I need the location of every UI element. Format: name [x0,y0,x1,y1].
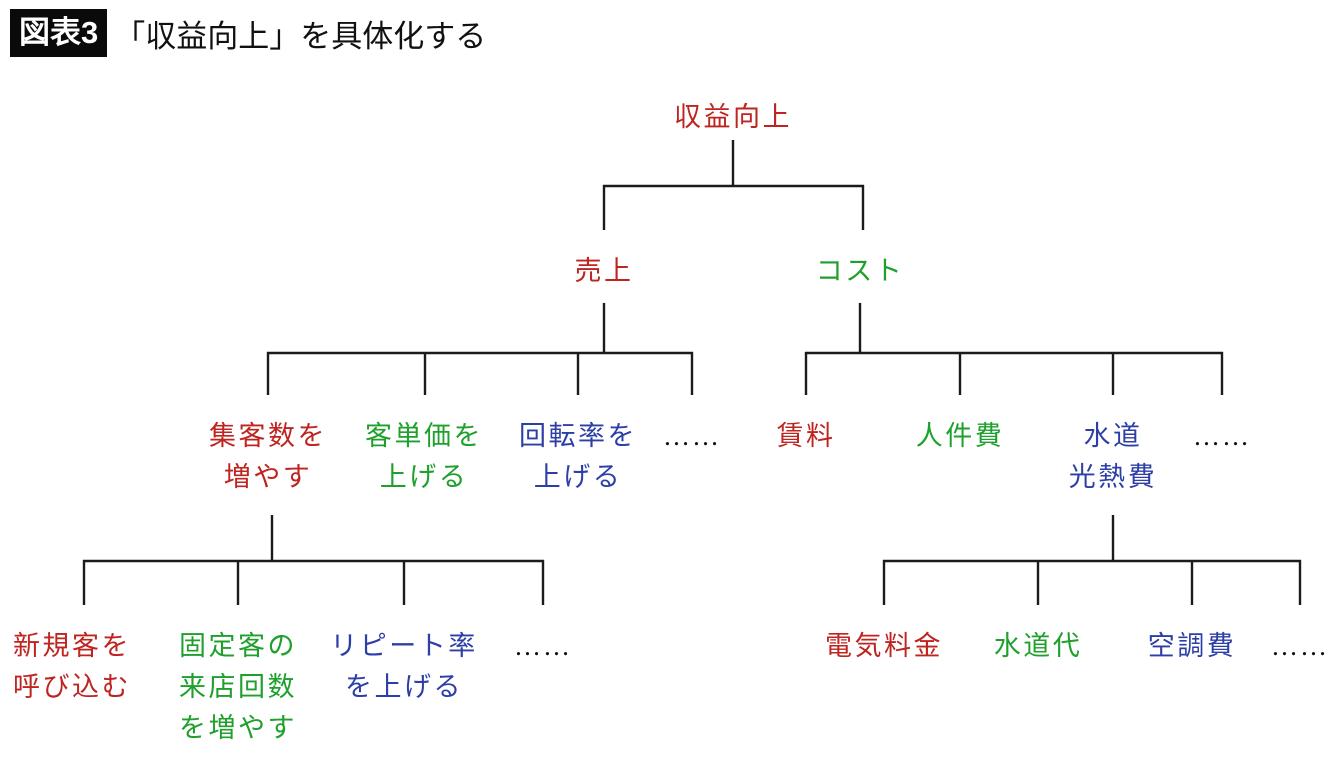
tree-node-increase-customers-line2: 増やす [223,462,313,492]
tree-node-regular-customer-visits-line2: 来店回数 [179,672,297,702]
tree-node-utilities-line2: 光熱費 [1068,462,1158,492]
figure-number-badge: 図表3 [10,9,108,57]
tree-node-increase-customers-line1: 集客数を [209,421,327,451]
tree-node-raise-repeat-rate[interactable]: リピート率 を上げる [330,626,478,708]
tree-node-attract-new-customers[interactable]: 新規客を 呼び込む [13,626,131,708]
tree-node-sales-line1: 売上 [574,256,634,286]
tree-node-labor-cost[interactable]: 人件費 [916,416,1005,457]
tree-node-attract-new-customers-line1: 新規客を [13,631,131,661]
tree-node-cost-leaf-ellipsis: …… [1271,631,1329,661]
tree-node-air-conditioning-cost[interactable]: 空調費 [1148,626,1237,667]
figure-title-bar: 図表3 「収益向上」を具体化する [10,6,486,60]
tree-node-attract-new-customers-line2: 呼び込む [13,672,131,702]
tree-node-regular-customer-visits[interactable]: 固定客の 来店回数 を増やす [179,626,297,749]
tree-node-raise-unit-price-line2: 上げる [379,462,469,492]
tree-node-electricity-bill-line1: 電気料金 [825,631,943,661]
tree-node-air-conditioning-cost-line1: 空調費 [1147,631,1237,661]
tree-node-cost[interactable]: コスト [816,251,905,292]
tree-node-labor-cost-line1: 人件費 [915,421,1005,451]
page-title: 「収益向上」を具体化する [114,18,487,54]
tree-node-cost-ellipsis: …… [1193,421,1251,451]
tree-node-rent[interactable]: 賃料 [777,416,836,457]
tree-node-raise-unit-price[interactable]: 客単価を 上げる [365,416,483,498]
tree-node-utilities-line1: 水道 [1083,421,1143,451]
tree-node-raise-unit-price-line1: 客単価を [365,421,483,451]
tree-node-raise-turnover-line2: 上げる [533,462,623,492]
tree-node-rent-line1: 賃料 [776,421,836,451]
tree-node-raise-repeat-rate-line1: リピート率 [330,631,478,661]
tree-node-utilities[interactable]: 水道 光熱費 [1069,416,1158,498]
tree-node-regular-customer-visits-line3: を増やす [179,713,297,743]
tree-node-water-bill-line1: 水道代 [993,631,1083,661]
tree-node-raise-turnover[interactable]: 回転率を 上げる [519,416,637,498]
tree-node-sales[interactable]: 売上 [575,251,634,292]
tree-node-root[interactable]: 収益向上 [674,97,792,138]
tree-node-cost-line1: コスト [815,256,905,286]
tree-node-root-line1: 収益向上 [674,102,792,132]
tree-node-electricity-bill[interactable]: 電気料金 [825,626,943,667]
tree-node-increase-customers[interactable]: 集客数を 増やす [209,416,327,498]
tree-node-raise-turnover-line1: 回転率を [519,421,637,451]
tree-node-sales-leaf-ellipsis: …… [514,631,572,661]
tree-node-regular-customer-visits-line1: 固定客の [179,631,297,661]
tree-node-water-bill[interactable]: 水道代 [994,626,1083,667]
tree-node-raise-repeat-rate-line2: を上げる [345,672,463,702]
tree-node-sales-ellipsis: …… [663,421,721,451]
